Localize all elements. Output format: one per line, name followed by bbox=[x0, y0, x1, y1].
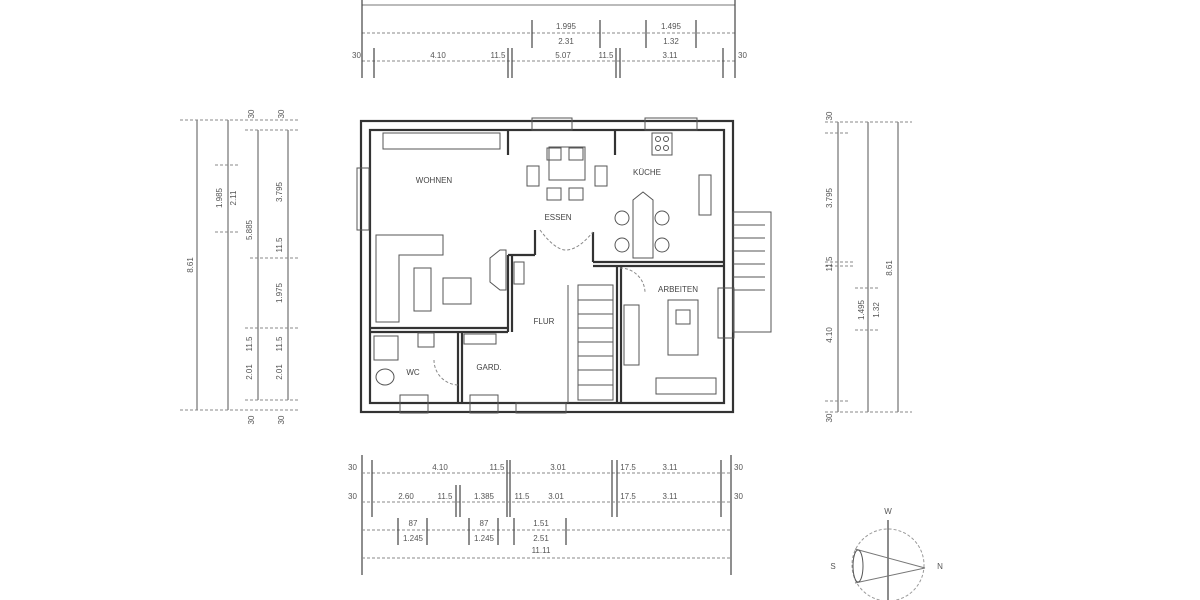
dim-label: 1.245 bbox=[474, 534, 495, 543]
dim-label: 11.5 bbox=[245, 336, 254, 352]
dim-label: 2.31 bbox=[558, 37, 574, 46]
dim-label: 3.11 bbox=[663, 463, 679, 472]
compass-label-left: S bbox=[830, 562, 835, 571]
dim-label: 11.5 bbox=[490, 463, 506, 472]
dim-label: 2.60 bbox=[398, 492, 414, 501]
dim-label: 30 bbox=[277, 415, 286, 424]
dim-label: 30 bbox=[734, 463, 743, 472]
dim-label: 2.01 bbox=[245, 364, 254, 380]
room-label-gard: GARD. bbox=[476, 363, 501, 372]
dim-label: 4.10 bbox=[432, 463, 448, 472]
right-dimensions: 30 3.795 11.5 4.10 30 1.495 1.32 8.61 bbox=[825, 111, 912, 422]
dim-label: 3.795 bbox=[825, 187, 834, 208]
dim-label: 30 bbox=[348, 463, 357, 472]
furniture bbox=[373, 132, 772, 401]
room-label-arbeiten: ARBEITEN bbox=[658, 285, 698, 294]
dim-label: 30 bbox=[247, 415, 256, 424]
dim-label: 87 bbox=[409, 519, 418, 528]
dim-label: 3.11 bbox=[663, 51, 679, 60]
dim-label: 30 bbox=[738, 51, 747, 60]
dim-label: 11.5 bbox=[825, 256, 834, 272]
dim-label: 30 bbox=[352, 51, 361, 60]
top-dimensions: 1.995 2.31 1.495 1.32 30 4.10 11.5 5.07 … bbox=[352, 0, 747, 78]
dim-label: 1.975 bbox=[275, 282, 284, 303]
dim-label: 3.795 bbox=[275, 181, 284, 202]
dim-label: 30 bbox=[825, 111, 834, 120]
dim-label: 5.07 bbox=[555, 51, 571, 60]
dim-label: 11.5 bbox=[515, 492, 531, 501]
compass-icon: W S N bbox=[830, 507, 943, 600]
stairs bbox=[577, 284, 614, 401]
room-label-flur: FLUR bbox=[534, 317, 555, 326]
bottom-dimensions: 30 4.10 11.5 3.01 17.5 3.11 30 30 2.60 1… bbox=[348, 455, 743, 575]
dim-label: 3.01 bbox=[548, 492, 564, 501]
dim-label: 30 bbox=[825, 413, 834, 422]
dim-label: 1.995 bbox=[556, 22, 577, 31]
dim-label: 11.5 bbox=[275, 336, 284, 352]
dim-label: 1.495 bbox=[661, 22, 682, 31]
dim-label: 1.245 bbox=[403, 534, 424, 543]
dim-label: 5.885 bbox=[245, 219, 254, 240]
dim-label: 1.385 bbox=[474, 492, 495, 501]
dim-label: 17.5 bbox=[620, 463, 636, 472]
dim-label: 11.5 bbox=[491, 51, 507, 60]
compass-label-top: W bbox=[884, 507, 892, 516]
dim-label: 11.5 bbox=[599, 51, 615, 60]
dim-label: 2.01 bbox=[275, 364, 284, 380]
dim-label: 11.5 bbox=[438, 492, 454, 501]
windows bbox=[356, 117, 735, 414]
dim-label: 30 bbox=[734, 492, 743, 501]
dim-label: 1.51 bbox=[533, 519, 549, 528]
compass-label-right: N bbox=[937, 562, 943, 571]
dim-label: 30 bbox=[247, 109, 256, 118]
dim-label: 30 bbox=[348, 492, 357, 501]
dim-label: 2.11 bbox=[229, 190, 238, 206]
room-label-essen: ESSEN bbox=[544, 213, 571, 222]
room-labels: WOHNEN ESSEN KÜCHE ARBEITEN FLUR WC GARD… bbox=[406, 168, 698, 377]
room-label-kueche: KÜCHE bbox=[633, 168, 661, 177]
dim-label: 1.32 bbox=[872, 302, 881, 318]
exterior-stairs bbox=[732, 211, 772, 333]
dim-label: 1.495 bbox=[857, 299, 866, 320]
room-label-wohnen: WOHNEN bbox=[416, 176, 453, 185]
dim-label: 17.5 bbox=[620, 492, 636, 501]
dim-label: 2.51 bbox=[533, 534, 549, 543]
dim-label: 11.5 bbox=[275, 237, 284, 253]
room-label-wc: WC bbox=[406, 368, 420, 377]
dim-label: 4.10 bbox=[430, 51, 446, 60]
dim-label: 11.11 bbox=[532, 546, 551, 555]
left-dimensions: 8.61 1.985 2.11 5.885 11.5 2.01 30 30 30… bbox=[180, 109, 300, 424]
dim-label: 30 bbox=[277, 109, 286, 118]
dim-label: 3.01 bbox=[550, 463, 566, 472]
dim-label: 8.61 bbox=[885, 260, 894, 276]
dim-label: 1.32 bbox=[663, 37, 679, 46]
dim-label: 87 bbox=[480, 519, 489, 528]
dim-label: 3.11 bbox=[663, 492, 679, 501]
dim-label: 8.61 bbox=[186, 257, 195, 273]
dim-label: 1.985 bbox=[215, 187, 224, 208]
dim-label: 4.10 bbox=[825, 327, 834, 343]
